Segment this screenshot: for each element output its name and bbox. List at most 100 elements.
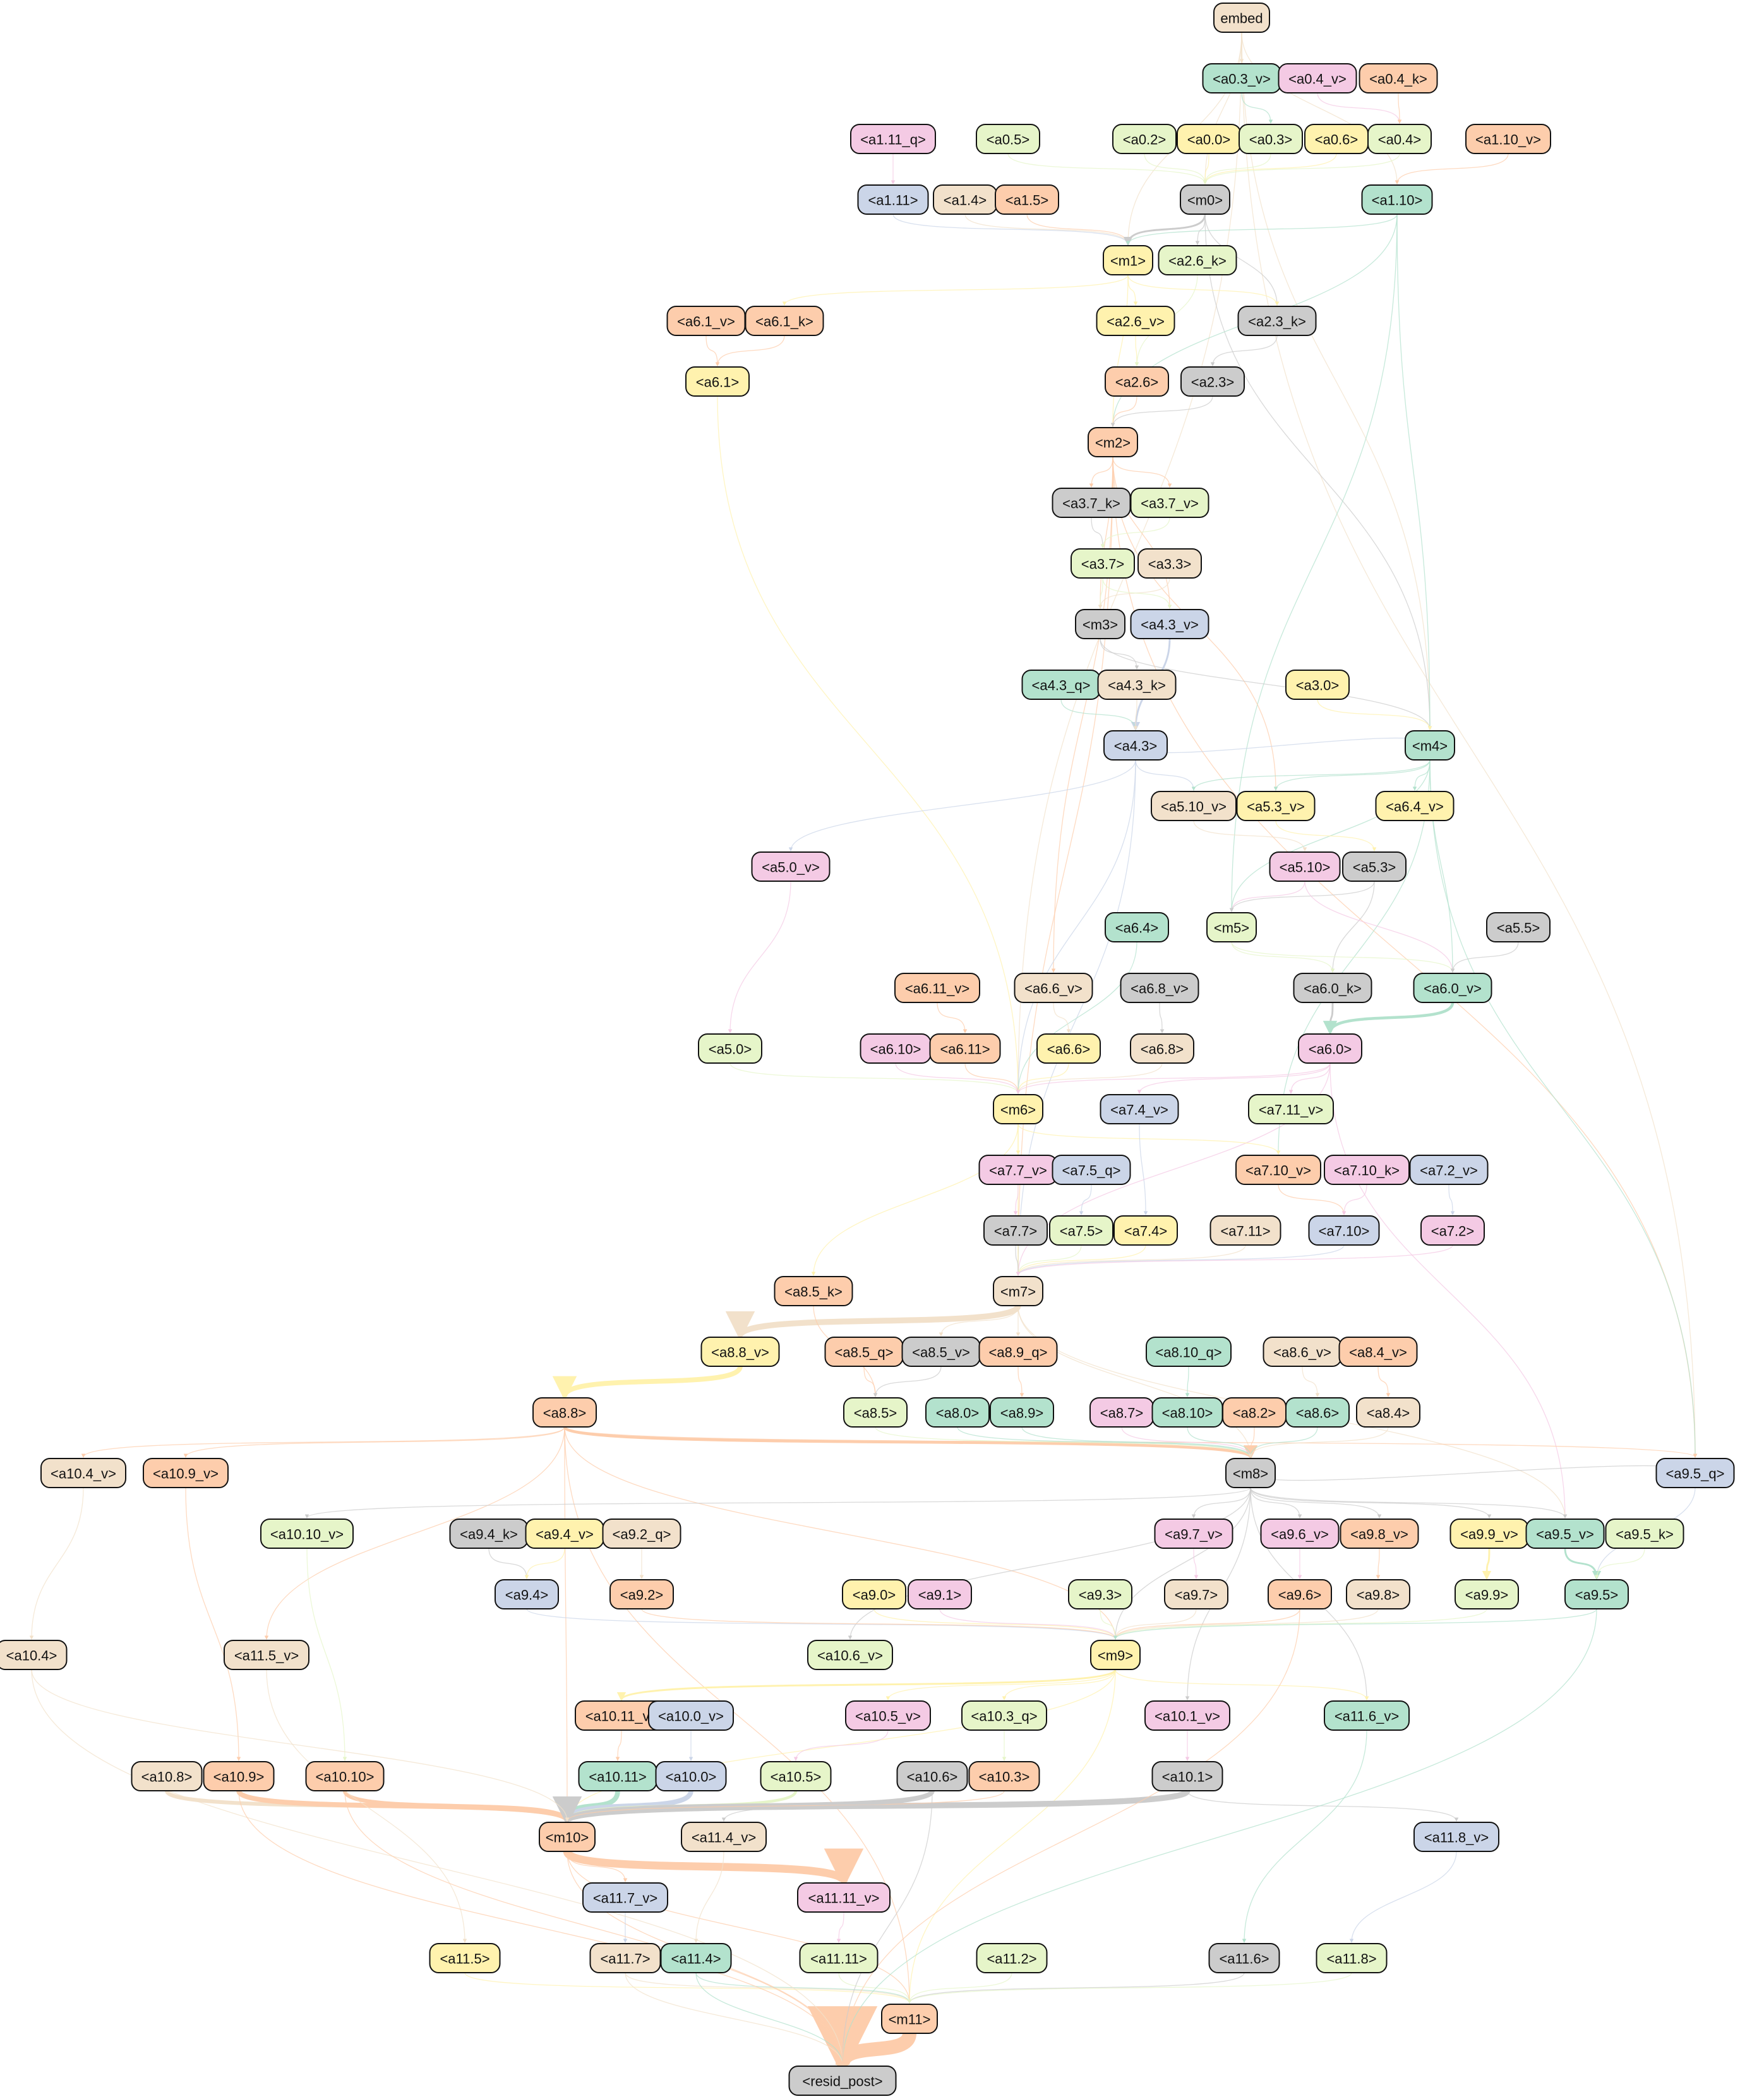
node-a9-3[interactable]: <a9.3>: [1068, 1579, 1132, 1609]
node-a5-0[interactable]: <a5.0>: [698, 1033, 762, 1064]
node-a5-3[interactable]: <a5.3>: [1342, 851, 1407, 882]
node-a6-6[interactable]: <a6.6>: [1036, 1033, 1101, 1064]
node-a1-10-v[interactable]: <a1.10_v>: [1465, 124, 1551, 154]
node-embed[interactable]: embed: [1213, 3, 1270, 33]
node-a10-5[interactable]: <a10.5>: [760, 1761, 832, 1791]
node-a10-10-v[interactable]: <a10.10_v>: [260, 1519, 354, 1549]
node-m7[interactable]: <m7>: [993, 1276, 1043, 1306]
node-m10[interactable]: <m10>: [539, 1822, 596, 1852]
node-a10-9-v[interactable]: <a10.9_v>: [143, 1458, 229, 1488]
node-a6-10[interactable]: <a6.10>: [860, 1033, 932, 1064]
node-a0-3[interactable]: <a0.3>: [1239, 124, 1303, 154]
node-a10-3-q[interactable]: <a10.3_q>: [961, 1700, 1047, 1731]
node-a9-7[interactable]: <a9.7>: [1164, 1579, 1228, 1609]
node-a9-8[interactable]: <a9.8>: [1346, 1579, 1410, 1609]
node-a3-7-v[interactable]: <a3.7_v>: [1130, 488, 1209, 518]
node-a11-7[interactable]: <a11.7>: [589, 1943, 661, 1973]
node-a9-5-v[interactable]: <a9.5_v>: [1525, 1519, 1605, 1549]
node-a8-4[interactable]: <a8.4>: [1356, 1397, 1420, 1428]
node-a0-5[interactable]: <a0.5>: [976, 124, 1040, 154]
node-a10-6-v[interactable]: <a10.6_v>: [807, 1640, 893, 1670]
node-m3[interactable]: <m3>: [1075, 609, 1125, 639]
node-a8-0[interactable]: <a8.0>: [925, 1397, 990, 1428]
node-a6-6-v[interactable]: <a6.6_v>: [1014, 973, 1093, 1003]
node-a11-4-v[interactable]: <a11.4_v>: [681, 1822, 767, 1852]
node-a7-5[interactable]: <a7.5>: [1049, 1215, 1113, 1246]
node-a0-2[interactable]: <a0.2>: [1112, 124, 1177, 154]
node-a5-10[interactable]: <a5.10>: [1269, 851, 1341, 882]
node-a7-7[interactable]: <a7.7>: [983, 1215, 1048, 1246]
node-a9-1[interactable]: <a9.1>: [908, 1579, 972, 1609]
node-a2-3-k[interactable]: <a2.3_k>: [1237, 306, 1317, 336]
node-a4-3-q[interactable]: <a4.3_q>: [1021, 670, 1101, 700]
node-a5-5[interactable]: <a5.5>: [1486, 912, 1551, 942]
node-a7-4-v[interactable]: <a7.4_v>: [1100, 1094, 1179, 1124]
node-a10-11-v[interactable]: <a10.11_v>: [575, 1700, 668, 1731]
node-a6-11[interactable]: <a6.11>: [929, 1033, 1001, 1064]
node-a9-2[interactable]: <a9.2>: [609, 1579, 674, 1609]
node-a7-11[interactable]: <a7.11>: [1209, 1215, 1281, 1246]
node-a8-7[interactable]: <a8.7>: [1089, 1397, 1154, 1428]
node-a6-4[interactable]: <a6.4>: [1105, 912, 1169, 942]
node-a3-7[interactable]: <a3.7>: [1071, 548, 1135, 579]
node-a2-6[interactable]: <a2.6>: [1105, 366, 1169, 397]
node-a0-4-k[interactable]: <a0.4_k>: [1359, 63, 1438, 93]
node-a8-5[interactable]: <a8.5>: [843, 1397, 908, 1428]
node-a6-11-v[interactable]: <a6.11_v>: [894, 973, 980, 1003]
node-a9-5[interactable]: <a9.5>: [1564, 1579, 1629, 1609]
node-a11-8-v[interactable]: <a11.8_v>: [1413, 1822, 1499, 1852]
node-m8[interactable]: <m8>: [1225, 1458, 1276, 1488]
node-a4-3[interactable]: <a4.3>: [1103, 730, 1168, 761]
node-a5-0-v[interactable]: <a5.0_v>: [751, 851, 831, 882]
node-a11-4[interactable]: <a11.4>: [660, 1943, 732, 1973]
node-a10-1-v[interactable]: <a10.1_v>: [1144, 1700, 1230, 1731]
node-a11-5[interactable]: <a11.5>: [429, 1943, 501, 1973]
node-a3-3[interactable]: <a3.3>: [1137, 548, 1202, 579]
node-a7-10[interactable]: <a7.10>: [1308, 1215, 1380, 1246]
node-a9-4[interactable]: <a9.4>: [495, 1579, 559, 1609]
node-a8-2[interactable]: <a8.2>: [1222, 1397, 1287, 1428]
node-a6-4-v[interactable]: <a6.4_v>: [1375, 791, 1455, 821]
node-a8-9-q[interactable]: <a8.9_q>: [978, 1337, 1058, 1367]
node-a11-6-v[interactable]: <a11.6_v>: [1324, 1700, 1410, 1731]
node-a9-6-v[interactable]: <a9.6_v>: [1260, 1519, 1340, 1549]
node-a10-5-v[interactable]: <a10.5_v>: [845, 1700, 931, 1731]
node-a0-0[interactable]: <a0.0>: [1177, 124, 1241, 154]
node-a0-4-v[interactable]: <a0.4_v>: [1278, 63, 1357, 93]
node-a1-11[interactable]: <a1.11>: [857, 184, 929, 215]
node-a5-10-v[interactable]: <a5.10_v>: [1151, 791, 1237, 821]
node-a8-5-q[interactable]: <a8.5_q>: [824, 1337, 904, 1367]
node-a1-4[interactable]: <a1.4>: [933, 184, 997, 215]
node-a7-10-k[interactable]: <a7.10_k>: [1324, 1155, 1410, 1185]
node-a6-1-k[interactable]: <a6.1_k>: [745, 306, 824, 336]
node-a9-2-q[interactable]: <a9.2_q>: [602, 1519, 681, 1549]
node-a6-1-v[interactable]: <a6.1_v>: [666, 306, 746, 336]
node-a10-8[interactable]: <a10.8>: [131, 1761, 203, 1791]
node-a11-11[interactable]: <a11.11>: [799, 1943, 879, 1973]
node-a9-4-v[interactable]: <a9.4_v>: [525, 1519, 604, 1549]
node-resid-post[interactable]: <resid_post>: [788, 2066, 897, 2096]
node-a2-6-v[interactable]: <a2.6_v>: [1096, 306, 1175, 336]
node-a8-8[interactable]: <a8.8>: [532, 1397, 597, 1428]
node-m2[interactable]: <m2>: [1088, 427, 1138, 457]
node-a0-4[interactable]: <a0.4>: [1367, 124, 1432, 154]
node-a2-3[interactable]: <a2.3>: [1180, 366, 1245, 397]
node-m9[interactable]: <m9>: [1090, 1640, 1141, 1670]
node-a0-3-v[interactable]: <a0.3_v>: [1202, 63, 1281, 93]
node-a10-9[interactable]: <a10.9>: [203, 1761, 275, 1791]
node-a9-4-k[interactable]: <a9.4_k>: [449, 1519, 529, 1549]
node-m11[interactable]: <m11>: [881, 2004, 938, 2034]
node-m6[interactable]: <m6>: [993, 1094, 1043, 1124]
node-a7-11-v[interactable]: <a7.11_v>: [1248, 1094, 1334, 1124]
node-a4-3-k[interactable]: <a4.3_k>: [1097, 670, 1177, 700]
node-a9-5-q[interactable]: <a9.5_q>: [1655, 1458, 1735, 1488]
node-a9-7-v[interactable]: <a9.7_v>: [1154, 1519, 1233, 1549]
node-a10-11[interactable]: <a10.11>: [578, 1761, 657, 1791]
node-a9-6[interactable]: <a9.6>: [1268, 1579, 1332, 1609]
node-a8-5-v[interactable]: <a8.5_v>: [901, 1337, 981, 1367]
node-a10-4[interactable]: <a10.4>: [0, 1640, 68, 1670]
node-a8-10-q[interactable]: <a8.10_q>: [1146, 1337, 1232, 1367]
node-a11-6[interactable]: <a11.6>: [1208, 1943, 1280, 1973]
node-a3-7-k[interactable]: <a3.7_k>: [1052, 488, 1131, 518]
node-a8-9[interactable]: <a8.9>: [990, 1397, 1054, 1428]
